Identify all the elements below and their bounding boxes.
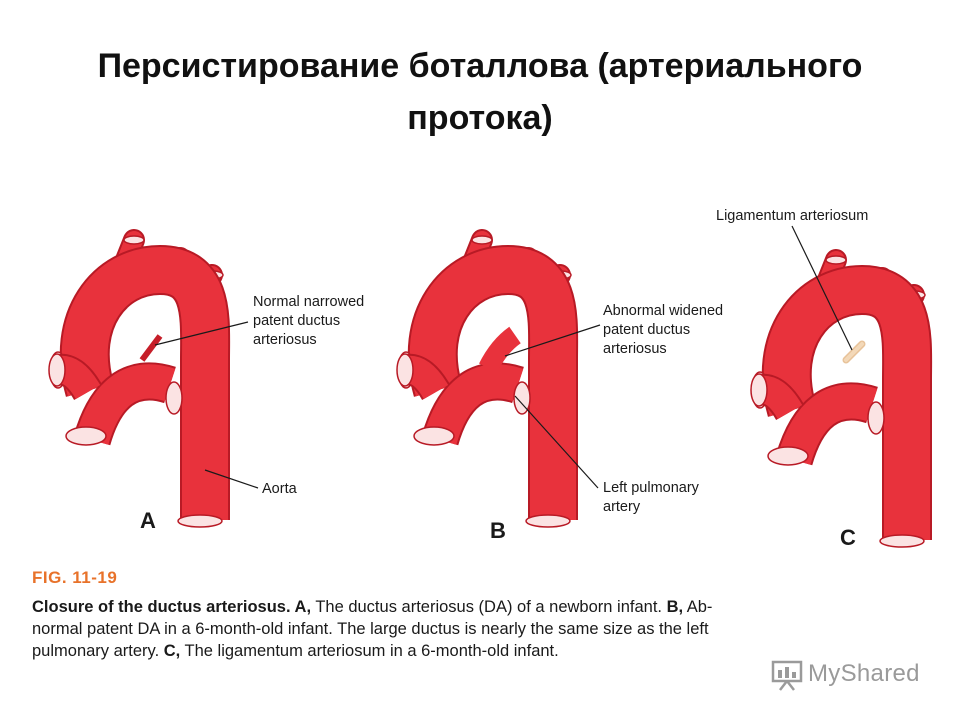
panel-b-letter: B bbox=[490, 518, 506, 543]
panel-c-ligament-leader bbox=[791, 225, 853, 351]
panel-a-ductus-leader bbox=[154, 321, 249, 346]
caption-line-1-bold-a: A, bbox=[294, 598, 312, 616]
panel-b-vessels bbox=[397, 236, 571, 527]
caption-line-3: pulmonary artery. C, The ligamentum arte… bbox=[32, 640, 792, 662]
presentation-icon bbox=[771, 660, 803, 691]
caption-line-3-text-b: The ligamentum arteriosum in a 6-month-o… bbox=[180, 642, 559, 660]
panel-a-label-line-1: Normal narrowed bbox=[253, 294, 364, 310]
panel-b-label-line-2: patent ductus bbox=[603, 322, 690, 338]
myshared-watermark: MyShared bbox=[770, 656, 930, 692]
panel-a-aorta-leader bbox=[204, 469, 259, 489]
caption-line-1-text-a: The ductus arteriosus (DA) of a newborn … bbox=[311, 598, 667, 616]
panel-b-pulmonary-label-line-1: Left pulmonary bbox=[603, 480, 700, 496]
panel-c-ligament-label: Ligamentum arteriosum bbox=[716, 208, 868, 224]
panel-a-diagram: Normal narrowed patent ductus arteriosus… bbox=[49, 236, 364, 533]
panel-b-ductus-leader bbox=[504, 324, 601, 357]
caption-line-1-bold-b: B, bbox=[666, 598, 684, 616]
panel-a-aorta-label: Aorta bbox=[262, 481, 298, 497]
caption-line-1-text-b: Ab- bbox=[683, 598, 713, 616]
watermark-text: MyShared bbox=[808, 660, 920, 687]
panel-c-diagram: Ligamentum arteriosum C bbox=[716, 208, 925, 550]
panel-a-label-line-3: arteriosus bbox=[253, 332, 317, 348]
figure-caption: FIG. 11-19 Closure of the ductus arterio… bbox=[32, 568, 792, 662]
slide-title-line-2: протока) bbox=[407, 99, 553, 137]
caption-line-1-lead: Closure of the ductus arteriosus. bbox=[32, 598, 295, 616]
panel-b-pulmonary-leader bbox=[514, 395, 599, 489]
caption-line-2: normal patent DA in a 6-month-old infant… bbox=[32, 620, 709, 638]
panel-b-label-line-3: arteriosus bbox=[603, 341, 667, 357]
panel-b-pulmonary-label-line-2: artery bbox=[603, 499, 641, 515]
caption-line-1: Closure of the ductus arteriosus. A, The… bbox=[32, 596, 792, 618]
panel-a-vessels bbox=[49, 236, 223, 527]
panel-c-letter: C bbox=[840, 525, 856, 550]
slide-title: Персистирование боталлова (артериального… bbox=[0, 40, 960, 144]
figure-number: FIG. 11-19 bbox=[32, 568, 118, 587]
panel-c-vessels bbox=[751, 256, 925, 547]
panel-b-label-line-1: Abnormal widened bbox=[603, 303, 723, 319]
panel-a-ductus bbox=[139, 334, 163, 362]
panel-a-letter: A bbox=[140, 508, 156, 533]
caption-line-3-bold-c: C, bbox=[163, 642, 181, 660]
panel-b-ductus bbox=[479, 326, 521, 373]
slide-title-line-1: Персистирование боталлова (артериального bbox=[97, 47, 863, 85]
caption-line-3-text-a: pulmonary artery. bbox=[32, 642, 164, 660]
panel-a-label-line-2: patent ductus bbox=[253, 313, 340, 329]
panel-b-diagram: Abnormal widened patent ductus arteriosu… bbox=[397, 236, 723, 543]
